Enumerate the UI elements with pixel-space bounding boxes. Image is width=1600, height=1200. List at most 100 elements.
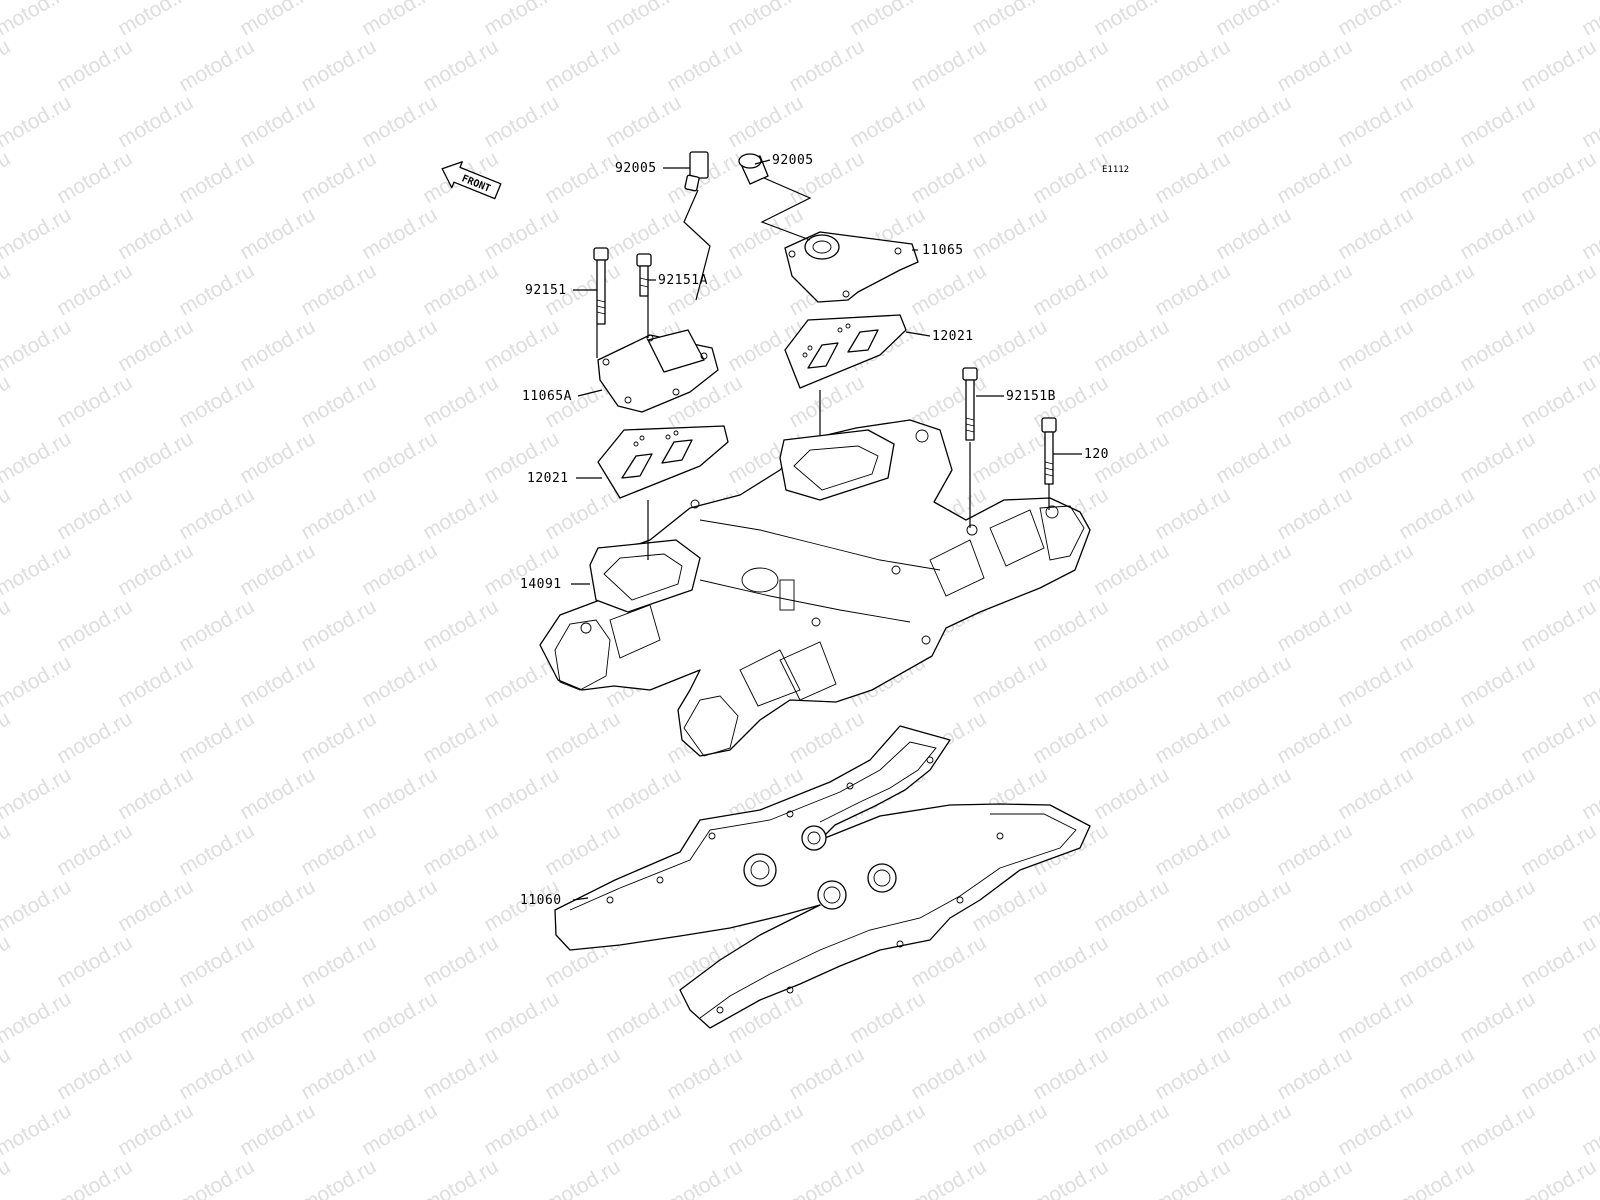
watermark-text: motod.ru (1151, 595, 1234, 656)
watermark-text: motod.ru (1517, 1155, 1600, 1200)
label-92151B: 92151B (1006, 389, 1056, 404)
watermark-text: motod.ru (1212, 0, 1295, 40)
part-11060-gasket (554, 725, 1091, 1029)
watermark-text: motod.ru (297, 931, 380, 992)
watermark-text: motod.ru (0, 371, 14, 432)
watermark-text: motod.ru (236, 651, 319, 712)
watermark-text: motod.ru (0, 987, 75, 1048)
watermark-text: motod.ru (1151, 483, 1234, 544)
watermark-text: motod.ru (236, 875, 319, 936)
watermark-text: motod.ru (1090, 875, 1173, 936)
watermark-text: motod.ru (1212, 315, 1295, 376)
watermark-text: motod.ru (53, 595, 136, 656)
watermark-text: motod.ru (1578, 91, 1600, 152)
watermark-text: motod.ru (297, 1043, 380, 1104)
watermark-text: motod.ru (1090, 0, 1173, 40)
watermark-text: motod.ru (297, 35, 380, 96)
watermark-text: motod.ru (0, 91, 75, 152)
diagram-ref-code: E1112 (1102, 165, 1129, 175)
watermark-text: motod.ru (1334, 203, 1417, 264)
watermark-text: motod.ru (175, 35, 258, 96)
watermark-text: motod.ru (0, 595, 14, 656)
watermark-text: motod.ru (1151, 707, 1234, 768)
watermark-text: motod.ru (1334, 315, 1417, 376)
watermark-text: motod.ru (1456, 91, 1539, 152)
watermark-text: motod.ru (1273, 1043, 1356, 1104)
watermark-text: motod.ru (1395, 707, 1478, 768)
watermark-text: motod.ru (724, 91, 807, 152)
label-12021-right: 12021 (932, 329, 974, 344)
watermark-text: motod.ru (1090, 91, 1173, 152)
watermark-text: motod.ru (358, 203, 441, 264)
watermark-text: motod.ru (175, 371, 258, 432)
watermark-text: motod.ru (1273, 931, 1356, 992)
watermark-text: motod.ru (297, 371, 380, 432)
watermark-text: motod.ru (1517, 371, 1600, 432)
watermark-text: motod.ru (1029, 259, 1112, 320)
watermark-text: motod.ru (0, 875, 75, 936)
watermark-text: motod.ru (114, 315, 197, 376)
watermark-text: motod.ru (1029, 931, 1112, 992)
watermark-text: motod.ru (53, 1043, 136, 1104)
watermark-text: motod.ru (480, 91, 563, 152)
watermark-text: motod.ru (114, 875, 197, 936)
watermark-text: motod.ru (175, 1043, 258, 1104)
watermark-text: motod.ru (1151, 1155, 1234, 1200)
watermark-text: motod.ru (0, 651, 75, 712)
watermark-text: motod.ru (968, 315, 1051, 376)
watermark-text: motod.ru (114, 1099, 197, 1160)
watermark-text: motod.ru (53, 819, 136, 880)
watermark-text: motod.ru (1212, 539, 1295, 600)
watermark-text: motod.ru (602, 91, 685, 152)
watermark-text: motod.ru (663, 1043, 746, 1104)
watermark-text: motod.ru (0, 35, 14, 96)
watermark-text: motod.ru (1517, 483, 1600, 544)
watermark-text: motod.ru (297, 707, 380, 768)
watermark-text: motod.ru (358, 763, 441, 824)
watermark-text: motod.ru (602, 763, 685, 824)
part-120-bolt (1041, 417, 1057, 485)
watermark-text: motod.ru (1212, 763, 1295, 824)
watermark-text: motod.ru (1578, 427, 1600, 488)
watermark-text: motod.ru (1395, 483, 1478, 544)
watermark-text: motod.ru (419, 371, 502, 432)
part-92151B-bolt (962, 367, 978, 441)
watermark-text: motod.ru (419, 819, 502, 880)
watermark-text: motod.ru (907, 1043, 990, 1104)
watermark-text: motod.ru (1273, 483, 1356, 544)
watermark-text: motod.ru (1395, 259, 1478, 320)
watermark-text: motod.ru (1212, 875, 1295, 936)
watermark-text: motod.ru (236, 1099, 319, 1160)
watermark-text: motod.ru (1334, 91, 1417, 152)
watermark-text: motod.ru (1151, 147, 1234, 208)
watermark-text: motod.ru (1212, 427, 1295, 488)
watermark-text: motod.ru (541, 819, 624, 880)
watermark-text: motod.ru (1029, 1155, 1112, 1200)
watermark-text: motod.ru (968, 987, 1051, 1048)
watermark-text: motod.ru (1151, 1043, 1234, 1104)
watermark-text: motod.ru (1029, 595, 1112, 656)
watermark-text: motod.ru (968, 91, 1051, 152)
watermark-text: motod.ru (785, 35, 868, 96)
watermark-text: motod.ru (0, 315, 75, 376)
watermark-text: motod.ru (1517, 707, 1600, 768)
watermark-text: motod.ru (1212, 1099, 1295, 1160)
watermark-text: motod.ru (846, 91, 929, 152)
label-92151A: 92151A (658, 273, 708, 288)
label-11065A: 11065A (522, 389, 572, 404)
watermark-text: motod.ru (907, 35, 990, 96)
watermark-text: motod.ru (1212, 651, 1295, 712)
watermark-text: motod.ru (785, 1155, 868, 1200)
watermark-text: motod.ru (846, 0, 929, 40)
watermark-text: motod.ru (0, 1155, 14, 1200)
watermark-text: motod.ru (358, 987, 441, 1048)
watermark-text: motod.ru (1517, 819, 1600, 880)
watermark-text: motod.ru (114, 91, 197, 152)
watermark-text: motod.ru (1395, 35, 1478, 96)
watermark-text: motod.ru (1395, 147, 1478, 208)
watermark-text: motod.ru (1273, 371, 1356, 432)
watermark-text: motod.ru (907, 147, 990, 208)
watermark-text: motod.ru (53, 147, 136, 208)
part-92005-right (738, 153, 769, 185)
